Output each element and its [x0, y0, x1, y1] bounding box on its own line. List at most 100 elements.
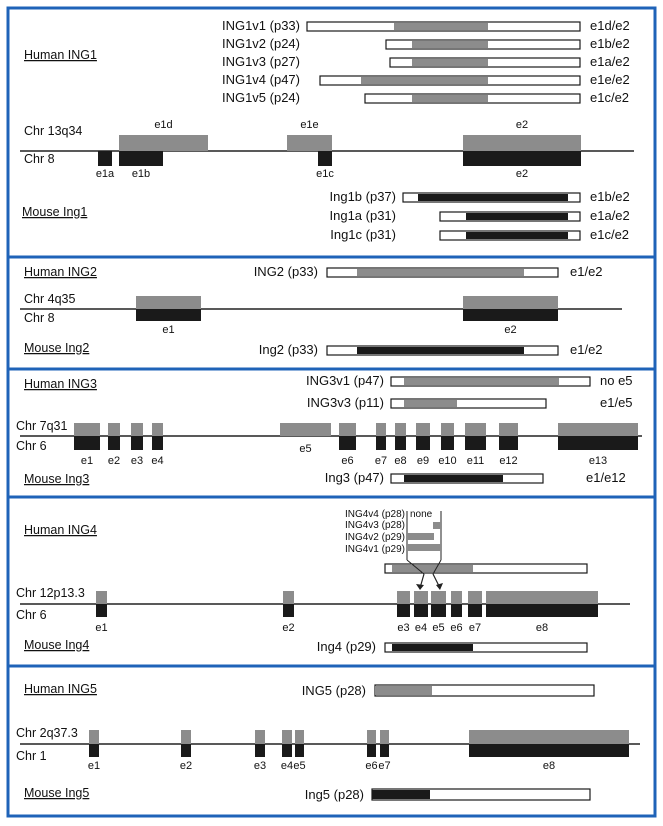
panel-ing4-human-exon-e8 [486, 591, 598, 604]
panel-ing1-mouse-exon-e2 [463, 151, 581, 166]
panel-ing3-mouse-exon-e6 [339, 436, 356, 450]
panel-ing5-human-variant-0-label: ING5 (p28) [302, 683, 366, 698]
panel-ing4-mouse-exon-label-e4: e4 [415, 622, 427, 634]
panel-ing5-mouse-variant-0-protein-domain [372, 790, 430, 799]
panel-ing1-mouse-exon-label-e1a: e1a [96, 168, 115, 180]
panel-ing1-human-variant-1-protein-domain [412, 41, 488, 48]
panel-ing2-mouse-exon-e1 [136, 309, 201, 321]
panel-ing1-mouse-exon-label-e1c: e1c [316, 168, 334, 180]
panel-ing5-human-exon-e1 [89, 730, 99, 744]
panel-ing1-mouse-variant-1-protein-domain [466, 213, 568, 220]
panel-ing1-mouse-variant-1-exon-combo: e1a/e2 [590, 208, 630, 223]
panel-ing5-human-title: Human ING5 [24, 682, 97, 696]
panel-ing1-human-variant-3-label: ING1v4 (p47) [222, 72, 300, 87]
panel-ing3-human-exon-e12 [499, 423, 518, 436]
panel-ing3-mouse-exon-e2 [108, 436, 120, 450]
panel-ing3-human-exon-e2 [108, 423, 120, 436]
panel-ing4-human-exon-e1 [96, 591, 107, 604]
panel-ing5-mouse-exon-label-e3: e3 [254, 760, 266, 772]
panel-ing4-human-exon-e2 [283, 591, 294, 604]
panel-ing4-arrow-head-2 [436, 583, 443, 590]
panel-ing2-human-exon-e1 [136, 296, 201, 309]
panel-ing2-human-variant-0-label: ING2 (p33) [254, 264, 318, 279]
panel-ing4-human-chr: Chr 12p13.3 [16, 586, 85, 600]
panel-ing3-mouse-variant-0-protein-domain [404, 475, 503, 482]
panel-ing3-mouse-exon-label-e13: e13 [589, 455, 607, 467]
panel-ing4-mouse-exon-e7 [468, 604, 482, 617]
panel-ing5-mouse-exon-e1 [89, 744, 99, 757]
panel-ing5-human-exon-e4 [282, 730, 292, 744]
panel-ing4-mouse-exon-label-e7: e7 [469, 622, 481, 634]
panel-ing4-isoform-label-3: ING4v1 (p29) [345, 544, 405, 555]
panel-ing4-human-exon-e4 [414, 591, 428, 604]
panel-ing3-human-exon-e11 [465, 423, 486, 436]
panel-ing5-mouse-exon-e2 [181, 744, 191, 757]
panel-ing2-mouse-variant-0-label: Ing2 (p33) [259, 342, 318, 357]
panel-ing3-mouse-exon-label-e3: e3 [131, 455, 143, 467]
panel-ing1-human-variant-1-exon-combo: e1b/e2 [590, 36, 630, 51]
panel-ing3-human-exon-e7 [376, 423, 386, 436]
panel-ing4-mouse-exon-label-e1: e1 [95, 622, 107, 634]
panel-ing1-mouse-variant-2-label: Ing1c (p31) [330, 227, 396, 242]
panel-ing5-mouse-exon-e5 [295, 744, 304, 757]
panel-ing3-human-exon-e9 [416, 423, 430, 436]
panel-ing2-mouse-variant-0-protein-domain [357, 347, 524, 354]
panel-ing1-mouse-variant-2-protein-domain [466, 232, 568, 239]
panel-ing3-human-exon-e13 [558, 423, 638, 436]
panel-ing4-isoform-bar-v3 [433, 522, 441, 529]
panel-ing1-human-variant-4-protein-domain [412, 95, 488, 102]
panel-ing2-mouse-chr: Chr 8 [24, 311, 55, 325]
panel-ing4-human-exon-e5 [431, 591, 446, 604]
panel-ing5-human-exon-e3 [255, 730, 265, 744]
panel-ing4-bracket-join-left [406, 559, 425, 575]
panel-ing1-human-variant-0-protein-domain [394, 23, 488, 30]
panel-ing4-isoform-none: none [410, 509, 433, 520]
panel-ing2-mouse-exon-label-e1: e1 [162, 324, 174, 336]
panel-ing3-mouse-exon-e8 [395, 436, 406, 450]
panel-ing5-mouse-exon-label-e2: e2 [180, 760, 192, 772]
panel-ing5-human-exon-e5 [295, 730, 304, 744]
panel-ing5-mouse-exon-e3 [255, 744, 265, 757]
panel-ing1-human-variant-4-exon-combo: e1c/e2 [590, 90, 629, 105]
panel-ing5-mouse-exon-label-e1: e1 [88, 760, 100, 772]
panel-ing2-human-title: Human ING2 [24, 265, 97, 279]
panel-ing2-human-variant-0-protein-domain [357, 269, 524, 276]
panel-ing3-mouse-exon-label-e10: e10 [438, 455, 456, 467]
panel-ing3-human-title: Human ING3 [24, 377, 97, 391]
panel-ing2-mouse-variant-0-exon-combo: e1/e2 [570, 342, 603, 357]
panel-ing4-human-title: Human ING4 [24, 523, 97, 537]
panel-ing3-human-exon-e6 [339, 423, 356, 436]
panel-ing3-human-exon-e5 [280, 423, 331, 436]
panel-ing1-human-exon-e1d [119, 135, 208, 151]
panel-ing3-mouse-exon-label-e1: e1 [81, 455, 93, 467]
panel-ing1-mouse-exon-e1a [98, 151, 112, 166]
panel-ing5-mouse-title: Mouse Ing5 [24, 786, 89, 800]
panel-ing5-mouse-exon-label-e5: e5 [293, 760, 305, 772]
panel-ing3-mouse-variant-0-label: Ing3 (p47) [325, 470, 384, 485]
panel-ing1-human-chr: Chr 13q34 [24, 124, 82, 138]
panel-ing3-mouse-exon-label-e9: e9 [417, 455, 429, 467]
panel-ing3-human-variant-1-label: ING3v3 (p11) [307, 395, 384, 410]
panel-ing1-mouse-exon-label-e2: e2 [516, 168, 528, 180]
panel-ing4-mouse-exon-e5 [431, 604, 446, 617]
panel-ing1-human-variant-1-label: ING1v2 (p24) [222, 36, 300, 51]
panel-ing3-mouse-exon-label-e11: e11 [467, 455, 485, 467]
panel-ing3-mouse-chr: Chr 6 [16, 439, 47, 453]
panel-ing4-bracket-join-right [432, 559, 442, 575]
panel-ing1-mouse-exon-label-e1b: e1b [132, 168, 150, 180]
panel-ing3-mouse-exon-e9 [416, 436, 430, 450]
panel-ing5-mouse-chr: Chr 1 [16, 749, 47, 763]
panel-ing1-mouse-variant-1-label: Ing1a (p31) [330, 208, 397, 223]
panel-ing4-mouse-exon-e8 [486, 604, 598, 617]
panel-ing4-mouse-exon-e3 [397, 604, 410, 617]
panel-ing5-mouse-exon-label-e4: e4 [281, 760, 293, 772]
panel-ing3-human-variant-0-protein-domain [404, 378, 559, 385]
panel-ing5-mouse-exon-e6 [367, 744, 376, 757]
panel-ing1-human-variant-2-label: ING1v3 (p27) [222, 54, 300, 69]
panel-ing1-human-exon-label-e2: e2 [516, 119, 528, 131]
panel-ing3-human-variant-0-label: ING3v1 (p47) [306, 373, 384, 388]
panel-ing5-mouse-exon-label-e7: e7 [378, 760, 390, 772]
panel-ing1-mouse-variant-0-protein-domain [418, 194, 568, 201]
panel-ing3-human-exon-e4 [152, 423, 163, 436]
panel-ing1-human-exon-e1e [287, 135, 332, 151]
